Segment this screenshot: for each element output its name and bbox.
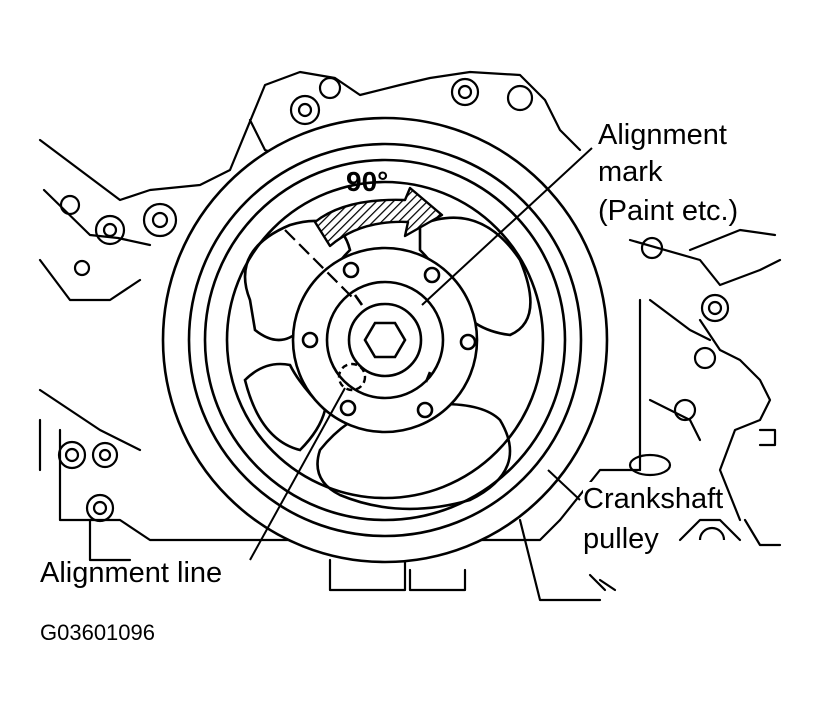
alignment-mark-label-line1: Alignment	[598, 119, 727, 151]
crankshaft-label-line1: Crankshaft	[583, 482, 724, 516]
alignment-line-label: Alignment line	[40, 557, 223, 589]
engine-bolts	[57, 76, 730, 541]
engine-outline	[38, 70, 782, 602]
crankshaft-label-line2: pulley	[583, 522, 659, 556]
alignment-mark-label-line3: (Paint etc.)	[598, 195, 739, 227]
crankshaft-pulley	[161, 116, 609, 564]
figure-code: G03601096	[40, 620, 155, 645]
rotation-guide-line	[284, 229, 356, 301]
rotation-angle-label: 90°	[346, 166, 389, 197]
alignment-mark-label-line2: mark	[598, 156, 663, 188]
leader-lines	[249, 147, 593, 561]
rotation-arrow-icon	[313, 186, 444, 248]
alignment-line-marker	[337, 362, 367, 392]
